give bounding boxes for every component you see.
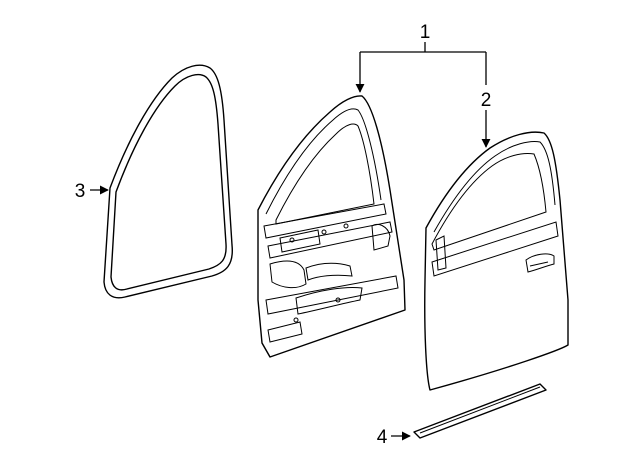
weatherstrip-seal[interactable] [103, 64, 233, 299]
callout-3-label: 3 [75, 181, 86, 202]
callout-4-label: 4 [377, 427, 388, 448]
callout-leaders [90, 42, 491, 441]
door-molding-strip[interactable] [413, 383, 547, 439]
door-inner-shell[interactable] [257, 95, 406, 358]
door-outer-shell[interactable] [424, 131, 569, 391]
callout-1-label: 1 [420, 22, 431, 43]
callout-2-label: 2 [481, 90, 492, 111]
